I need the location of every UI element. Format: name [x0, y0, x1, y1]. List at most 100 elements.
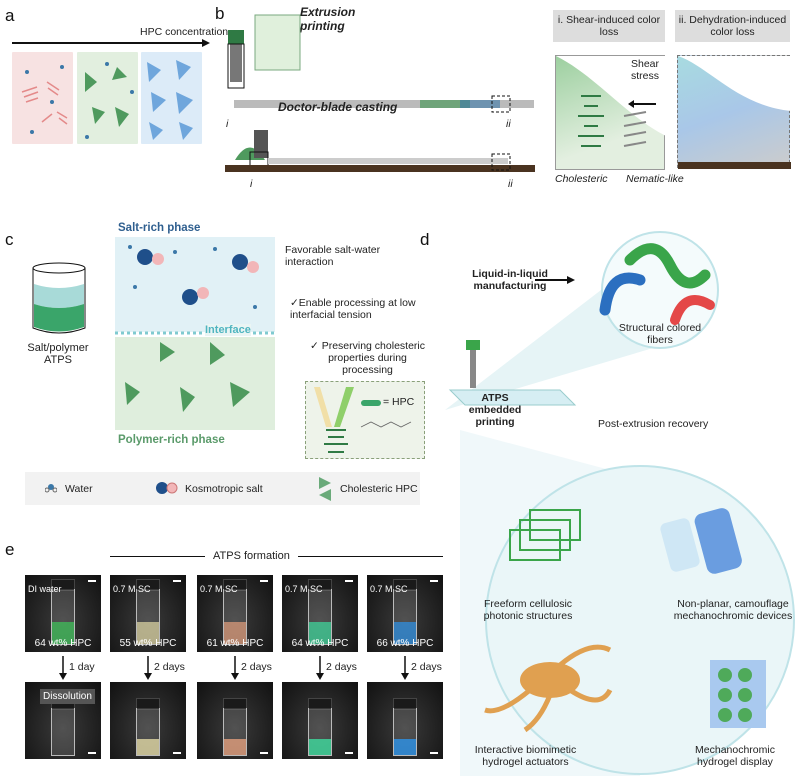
liquid-manufacturing-label: Liquid-in-liquid manufacturing [472, 268, 548, 292]
scale-bar [430, 752, 438, 754]
vial [51, 589, 75, 645]
vial-photo-before: DI water 64 wt% HPC [25, 575, 101, 652]
mid-concentration-green-square [77, 52, 138, 144]
legend-hpc: Cholesteric HPC [340, 483, 418, 495]
interface-note: ✓Enable processing at low interfacial te… [290, 297, 416, 321]
vial [51, 708, 75, 756]
dehydration-induced-box: ii. Dehydration-induced color loss [675, 10, 790, 42]
solution-label: 0.7 M SC [285, 584, 323, 594]
dehydration-panel [677, 55, 791, 169]
polymer-rich-region [115, 337, 275, 430]
app-freeform-structures: Freeform cellulosic photonic structures [483, 598, 573, 622]
doctor-blade-title: Doctor-blade casting [278, 100, 398, 114]
down-arrow-icon [401, 656, 409, 680]
vial-cap [136, 579, 160, 591]
vial-cap [308, 579, 332, 591]
scale-bar [260, 752, 268, 754]
header-line-left [110, 556, 205, 557]
high-concentration-blue-square [141, 52, 202, 144]
hpc-concentration-label: HPC concentration [140, 26, 229, 38]
down-arrow-icon [231, 656, 239, 680]
salt-rich-region [115, 237, 275, 332]
cholesteric-hpc-icon [319, 477, 331, 501]
concentration-arrow [12, 39, 210, 47]
post-extrusion-recovery-label: Post-extrusion recovery [598, 418, 709, 430]
vial-cap [223, 698, 247, 710]
hpc-concentration-label: 64 wt% HPC [291, 638, 349, 649]
hpc-concentration-label: 55 wt% HPC [119, 638, 177, 649]
legend-salt: Kosmotropic salt [185, 483, 263, 495]
header-line-right [298, 556, 443, 557]
scale-bar [345, 580, 353, 582]
vial-cap [393, 579, 417, 591]
app-hydrogel-display: Mechanochromic hydrogel display [695, 744, 775, 768]
marker-i-bottom: i [250, 178, 253, 190]
shear-stress-label: Shear stress [630, 58, 660, 82]
kosmotropic-salt-icon [156, 482, 178, 494]
beaker-label: Salt/polymer ATPS [27, 342, 89, 366]
down-arrow-icon [316, 656, 324, 680]
interface-label: Interface [205, 324, 251, 336]
scale-bar [88, 752, 96, 754]
panel-label-a: a [5, 6, 15, 25]
down-arrow-icon [144, 656, 152, 680]
elapsed-time-label: 2 days [326, 661, 357, 673]
vial [223, 589, 247, 645]
interface-dotted-line [115, 331, 275, 335]
solution-label: 0.7 M SC [200, 584, 238, 594]
vial [223, 708, 247, 756]
vial [393, 708, 417, 756]
cholesteric-note: ✓ Preserving cholesteric properties duri… [309, 340, 425, 376]
elapsed-time-label: 2 days [154, 661, 185, 673]
low-concentration-pink-square [12, 52, 73, 144]
beaker-icon [32, 262, 86, 334]
cholesteric-label: Cholesteric [555, 173, 608, 185]
vial-photo-after [367, 682, 443, 759]
panel-label-e: e [5, 540, 15, 559]
legend-bar: Water Kosmotropic salt Cholesteric HPC [25, 472, 420, 505]
atps-printing-label: ATPS embedded printing [468, 392, 522, 428]
vial-cap [223, 579, 247, 591]
vial-photo-after [110, 682, 186, 759]
extrusion-printing-title: Extrusion printing [300, 5, 356, 33]
vial-photo-after [282, 682, 358, 759]
elapsed-time-label: 2 days [411, 661, 442, 673]
vial [136, 708, 160, 756]
vial-photo-before: 0.7 M SC 55 wt% HPC [110, 575, 186, 652]
scale-bar [173, 752, 181, 754]
salt-rich-phase-title: Salt-rich phase [118, 222, 201, 234]
salt-water-note: Favorable salt-water interaction [285, 244, 381, 268]
vial-cap [393, 698, 417, 710]
marker-ii-top: ii [506, 118, 511, 130]
elapsed-time-label: 1 day [69, 661, 95, 673]
panel-label-c: c [5, 230, 14, 249]
vial-photo-before: 0.7 M SC 66 wt% HPC [367, 575, 443, 652]
panel-d-background [445, 231, 795, 776]
scale-bar [345, 752, 353, 754]
arrow-to-fibers [535, 276, 575, 284]
vial-photo-before: 0.7 M SC 64 wt% HPC [282, 575, 358, 652]
app-camouflage-devices: Non-planar, camouflage mechanochromic de… [673, 598, 793, 622]
hpc-concentration-label: 66 wt% HPC [376, 638, 434, 649]
vial [136, 589, 160, 645]
vial [308, 708, 332, 756]
vial-photo-before: 0.7 M SC 61 wt% HPC [197, 575, 273, 652]
scale-bar [260, 580, 268, 582]
hpc-detail-box [305, 381, 425, 459]
elapsed-time-label: 2 days [241, 661, 272, 673]
solution-label: 0.7 M SC [113, 584, 151, 594]
solution-label: 0.7 M SC [370, 584, 408, 594]
nematic-like-label: Nematic-like [626, 173, 684, 185]
vial-photo-after [197, 682, 273, 759]
hpc-concentration-label: 64 wt% HPC [34, 638, 92, 649]
shear-panel [555, 55, 666, 170]
marker-ii-bottom: ii [508, 178, 513, 190]
printing-schematic [225, 14, 535, 172]
polymer-rich-phase-title: Polymer-rich phase [118, 434, 225, 446]
scale-bar [173, 580, 181, 582]
scale-bar [88, 580, 96, 582]
vial [393, 589, 417, 645]
solution-label: DI water [28, 584, 62, 594]
vial-cap [51, 579, 75, 591]
hpc-equals-label: = HPC [383, 396, 415, 408]
